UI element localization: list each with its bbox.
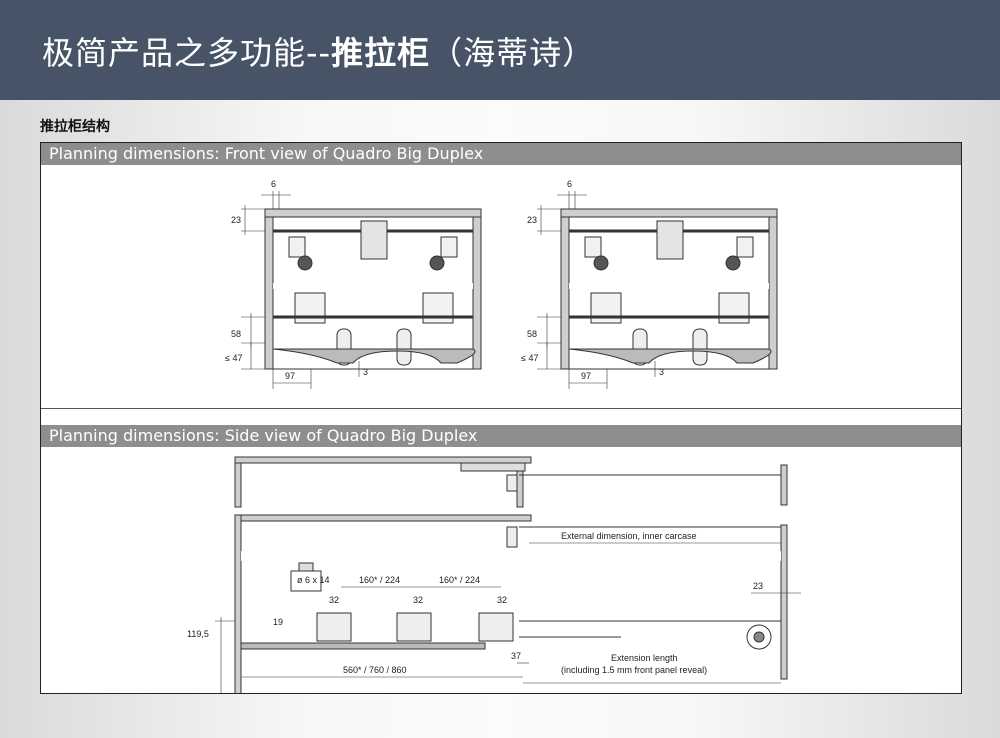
dim-32-3: 32 (497, 595, 507, 605)
extension-length-note: (including 1.5 mm front panel reveal) (561, 665, 707, 675)
page-title: 极简产品之多功能--推拉柜（海蒂诗） (42, 28, 595, 74)
front-view-drawing: 6 23 58 ≤ 47 97 3 (225, 179, 778, 389)
dim-32-1: 32 (329, 595, 339, 605)
section-divider (41, 408, 961, 409)
front-view-cabinet-left (264, 208, 482, 370)
external-dimension-label: External dimension, inner carcase (561, 531, 697, 541)
title-prefix: 极简产品之多功能-- (42, 34, 332, 72)
section-label: 推拉柜结构 (40, 119, 110, 135)
front-dim-3-left: 3 (363, 367, 368, 377)
front-dim-97-right: 97 (581, 371, 591, 381)
front-dim-58-right: 58 (527, 329, 537, 339)
dim-length: 560* / 760 / 860 (343, 665, 407, 675)
dim-19: 19 (273, 617, 283, 627)
side-view-title-bar: Planning dimensions: Side view of Quadro… (41, 425, 961, 447)
side-view-drawing: ø 6 x 14 External dimension, inner carca… (187, 456, 801, 693)
spacing-label-2: 160* / 224 (439, 575, 480, 585)
break-line (241, 551, 781, 561)
front-dim-6-left: 6 (271, 179, 276, 189)
front-view-title-bar: Planning dimensions: Front view of Quadr… (41, 143, 961, 165)
dim-height: 119,5 (187, 629, 209, 639)
extension-length-label: Extension length (611, 653, 678, 663)
dim-23-side: 23 (753, 581, 763, 591)
dim-32-2: 32 (413, 595, 423, 605)
title-banner: 极简产品之多功能--推拉柜（海蒂诗） (0, 0, 1000, 100)
front-dim-58-left: 58 (231, 329, 241, 339)
front-dim-47-left: ≤ 47 (225, 353, 242, 363)
front-dim-3-right: 3 (659, 367, 664, 377)
front-view-dims-right (537, 191, 656, 389)
front-dim-23-left: 23 (231, 215, 241, 225)
front-dim-6-right: 6 (567, 179, 572, 189)
side-view-dims (215, 542, 801, 693)
side-view-carcase (234, 456, 788, 693)
drawing-panel: Planning dimensions: Front view of Quadr… (40, 142, 962, 694)
front-view-dims-left (241, 191, 360, 389)
spacing-label-1: 160* / 224 (359, 575, 400, 585)
front-dim-23-right: 23 (527, 215, 537, 225)
front-dim-97-left: 97 (285, 371, 295, 381)
screw-label: ø 6 x 14 (297, 575, 330, 585)
front-dim-47-right: ≤ 47 (521, 353, 538, 363)
dim-37: 37 (511, 651, 521, 661)
title-suffix: （海蒂诗） (430, 34, 596, 72)
front-view-cabinet-right (560, 208, 778, 370)
title-bold: 推拉柜 (331, 34, 431, 72)
